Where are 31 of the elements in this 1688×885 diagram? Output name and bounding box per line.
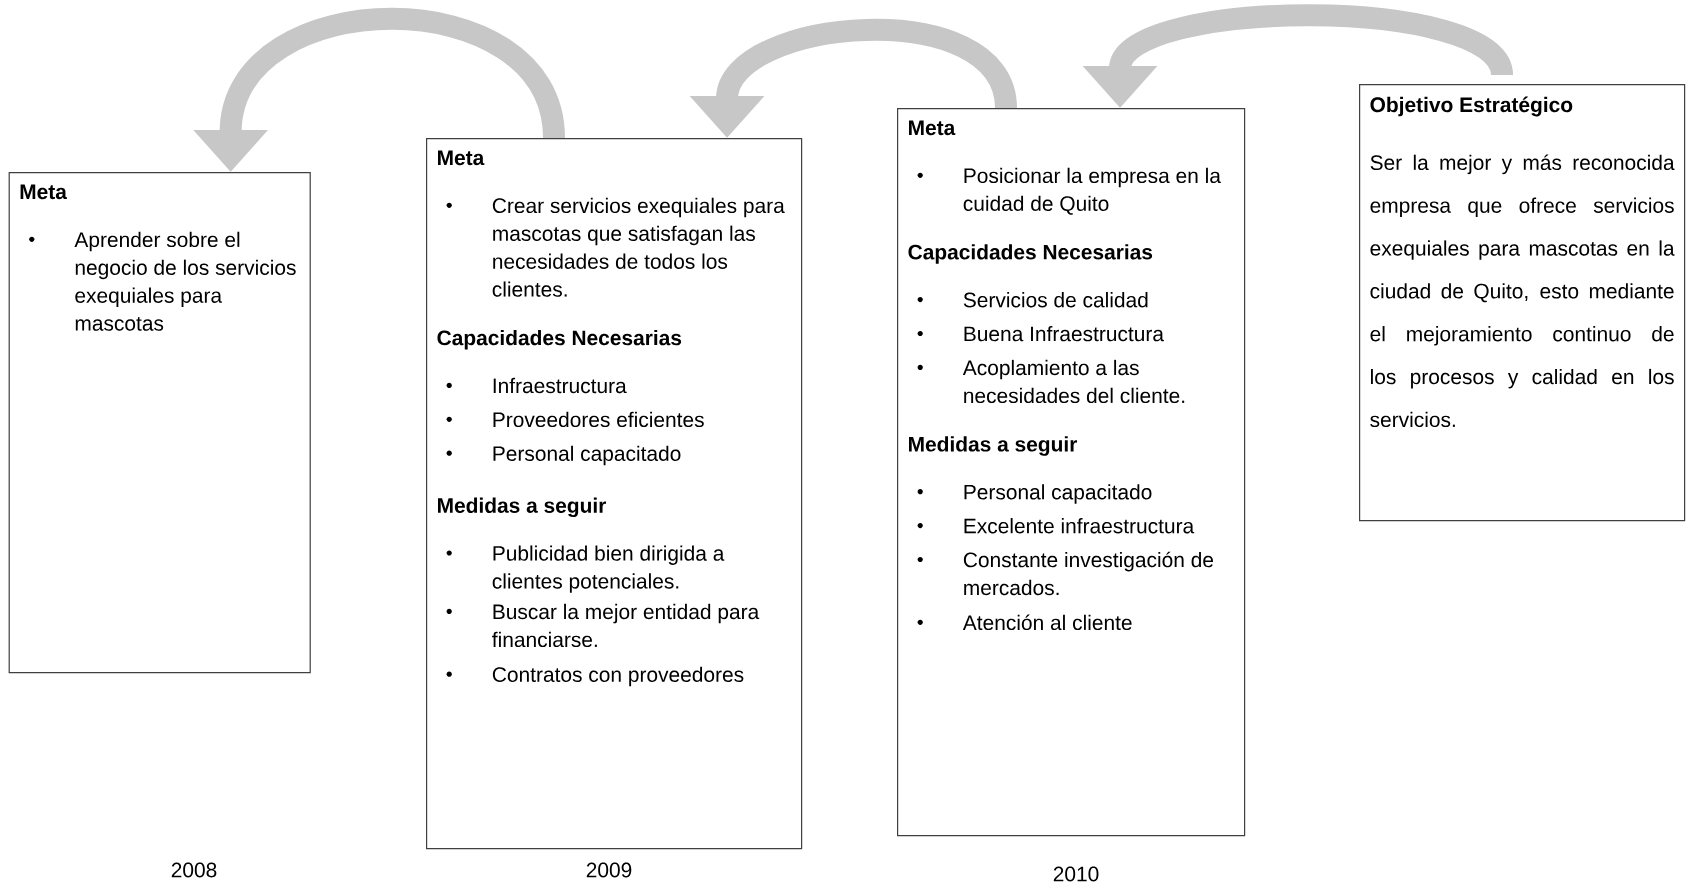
bullet-item: Contratos con proveedores (492, 666, 744, 687)
text-box (426, 138, 803, 850)
bullet-item: Buscar la mejor entidad para financiarse. (492, 603, 760, 648)
bullet-item: Personal capacitado (493, 445, 681, 466)
text-box (1359, 84, 1686, 522)
bullet-item: Crear servicios exequiales para mascotas que satisfagan las necesidades de todos los clientes. (492, 197, 785, 297)
bullet-item: Servicios de calidad (963, 292, 1148, 308)
heading: Capacidades Necesarias (437, 329, 682, 350)
heading: Meta (438, 150, 485, 166)
text-box (8, 172, 311, 674)
year-label: 2008 (171, 862, 217, 878)
heading: Objetivo Estratégico (1370, 96, 1573, 117)
bullet-item: Excelente infraestructura (964, 518, 1195, 534)
heading: Medidas a seguir (438, 497, 607, 518)
bullet-item: Proveedores eficientes (493, 411, 704, 428)
bullet-item: Buena Infraestructura (964, 325, 1164, 342)
bullet-item: Acoplamiento a las necesidades del cliente. (962, 359, 1185, 404)
heading: Meta (909, 120, 956, 136)
text-box (897, 108, 1246, 837)
paragraph: Ser la mejor y más reconocida empresa que ofrece servicios exequiales para mascotas en la ciudad de Quito, esto mediante el mejoramiento continuo de los procesos y calidad en los servicios. (1370, 154, 1675, 428)
bullet-item: Infraestructura (493, 377, 627, 394)
heading: Capacidades Necesarias (908, 244, 1153, 264)
bullet-item: Constante investigación de mercados. (963, 551, 1214, 596)
year-label: 2010 (1053, 866, 1099, 882)
bullet-item: Publicidad bien dirigida a clientes potenciales. (492, 545, 725, 593)
heading: Medidas a seguir (909, 436, 1078, 456)
bullet-item: Aprender sobre el negocio de los servicios exequiales para mascotas (74, 231, 296, 331)
bullet-item: Atención al cliente (962, 614, 1132, 631)
heading: Meta (20, 184, 67, 200)
bullet-item: Personal capacitado (964, 484, 1152, 504)
bullet-item: Posicionar la empresa en la cuidad de Quito (963, 167, 1221, 215)
